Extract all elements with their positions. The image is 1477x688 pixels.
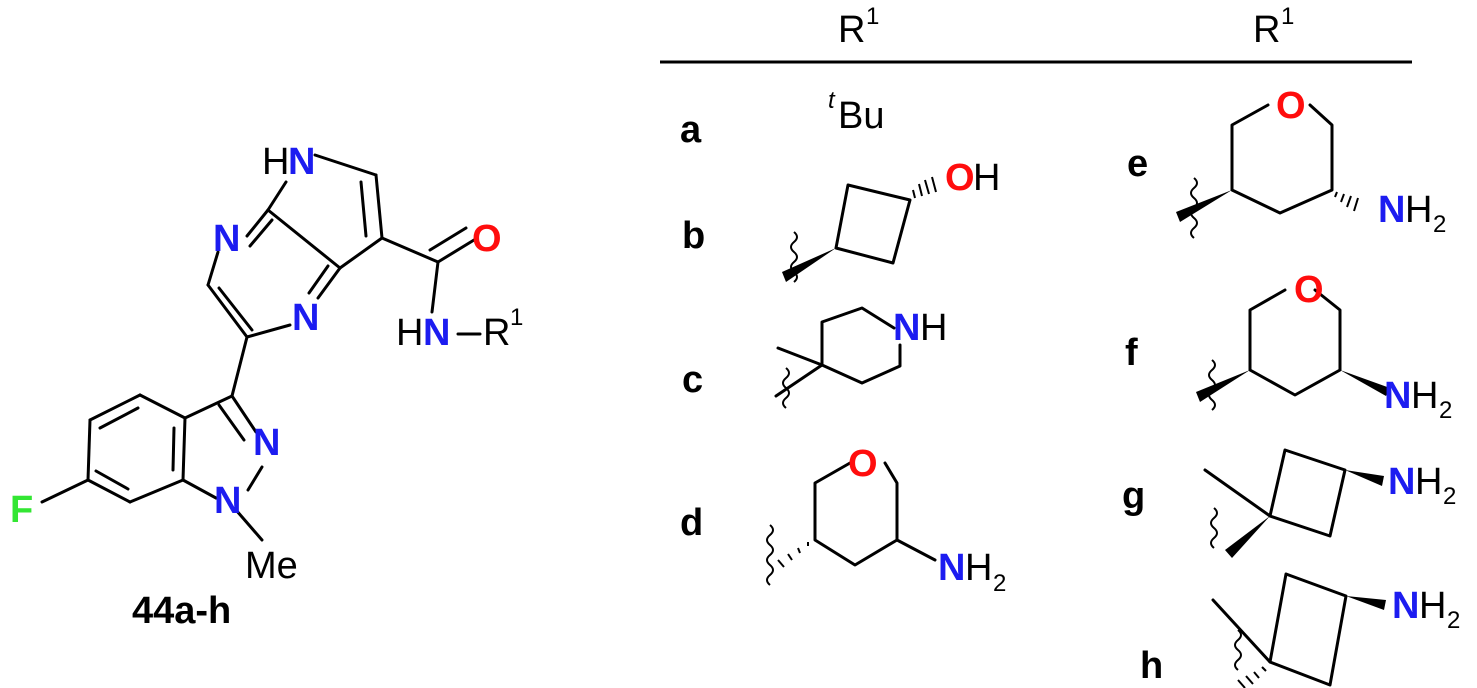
entry-f-subscript: 2 — [1439, 397, 1452, 424]
core-amide-n-label: N — [423, 312, 450, 354]
entry-f: f O N H 2 — [1125, 269, 1452, 424]
entry-d-letter: d — [680, 502, 703, 544]
entry-e-letter: e — [1127, 143, 1148, 185]
entry-e-o-label: O — [1276, 85, 1306, 127]
core-amide-o-label: O — [472, 218, 502, 260]
entry-d: d O N H 2 — [680, 443, 1006, 597]
core-pyrazine-n-bottom-label: N — [292, 297, 319, 339]
table-header: R 1 R 1 — [660, 3, 1412, 64]
entry-c-n-label: N — [893, 307, 920, 349]
core-indazole-n2-label: N — [253, 422, 280, 464]
compound-label: 44a-h — [132, 590, 231, 632]
entry-e: e O N H 2 — [1127, 85, 1446, 239]
core-nh-h-label: H — [262, 141, 289, 183]
col1-header-superscript: 1 — [866, 3, 879, 30]
col2-header: R — [1253, 9, 1280, 51]
entry-a: a t Bu — [680, 87, 884, 151]
entry-h-h-label: H — [1419, 585, 1446, 627]
col1-header: R — [838, 9, 865, 51]
entry-g-n-label: N — [1388, 461, 1415, 503]
entry-b-h-label: H — [973, 157, 1000, 199]
core-pyrrole-n-label: N — [288, 141, 315, 183]
entry-h-letter: h — [1140, 645, 1163, 687]
entry-b-o-label: O — [945, 157, 975, 199]
entry-f-h-label: H — [1411, 375, 1438, 417]
entry-a-tert-prefix: t — [828, 87, 836, 114]
entry-f-letter: f — [1125, 332, 1138, 374]
core-methyl-label: Me — [245, 545, 298, 587]
core-structure: H N N N O H N R 1 N N F Me 44a-h — [10, 141, 523, 632]
core-pyrazine-n-top-label: N — [213, 218, 240, 260]
col2-header-superscript: 1 — [1281, 3, 1294, 30]
entry-c: c N H — [682, 306, 947, 409]
entry-g: g N H 2 — [1122, 448, 1456, 558]
entry-f-n-label: N — [1384, 375, 1411, 417]
entry-g-h-label: H — [1415, 461, 1442, 503]
entry-b: b O H — [682, 157, 1000, 283]
core-amide-h-label: H — [396, 312, 423, 354]
entry-d-h-label: H — [965, 547, 992, 589]
entry-g-subscript: 2 — [1443, 483, 1456, 510]
entry-a-bu-label: Bu — [838, 95, 884, 137]
entry-e-subscript: 2 — [1433, 211, 1446, 238]
entry-d-subscript: 2 — [993, 570, 1006, 597]
entry-e-h-label: H — [1405, 189, 1432, 231]
core-fluorine-label: F — [10, 489, 33, 531]
entry-e-n-label: N — [1378, 189, 1405, 231]
entry-f-o-label: O — [1294, 269, 1324, 311]
entry-d-o-label: O — [848, 443, 878, 485]
core-indazole-n1-label: N — [214, 480, 241, 522]
entry-h-subscript: 2 — [1447, 607, 1460, 634]
entry-c-letter: c — [682, 359, 703, 401]
entry-h: h N H 2 — [1140, 572, 1460, 688]
entry-d-n-label: N — [938, 547, 965, 589]
entry-g-letter: g — [1122, 475, 1145, 517]
core-amide-r-superscript: 1 — [510, 304, 523, 331]
entry-b-letter: b — [682, 215, 705, 257]
core-amide-r-label: R — [483, 312, 510, 354]
entry-a-letter: a — [680, 109, 702, 151]
entry-h-n-label: N — [1392, 585, 1419, 627]
entry-c-h-label: H — [920, 307, 947, 349]
